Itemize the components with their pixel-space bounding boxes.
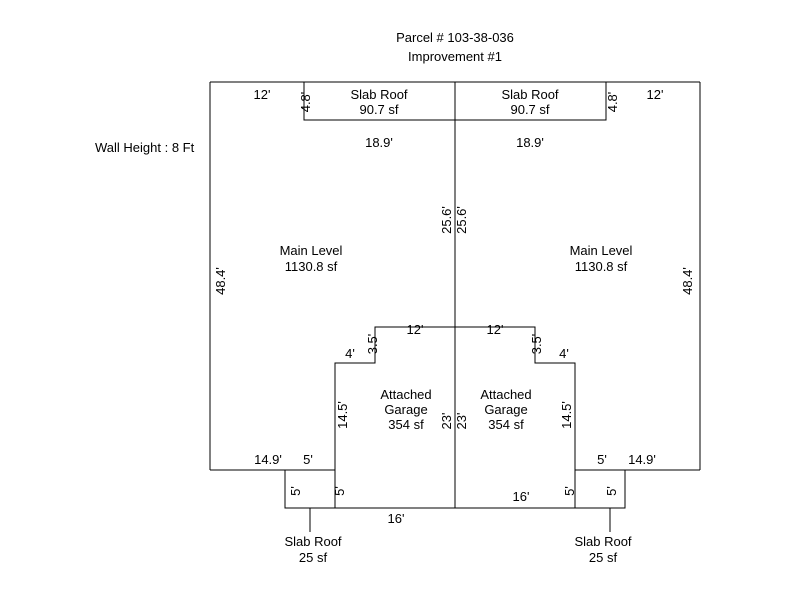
dim-porch-width-left: 5': [303, 452, 313, 467]
dim-garage-bottom-right: 16': [513, 489, 530, 504]
slab-roof-top-right-label: Slab Roof: [501, 87, 558, 102]
slab-roof-top-left-outline: [303, 82, 455, 121]
garage-right-outline: [455, 326, 576, 509]
dim-porch-width-right: 5': [597, 452, 607, 467]
dim-garage-offset-left: 4': [345, 346, 355, 361]
porch-right-outline: [575, 470, 626, 509]
dim-center-upper-left: 25.6': [439, 206, 454, 234]
main-level-right-label: Main Level: [570, 243, 633, 258]
slab-roof-top-right-outline: [455, 82, 607, 121]
dim-top-offset-left: 12': [254, 87, 271, 102]
porch-left-outline: [284, 470, 335, 509]
dim-garage-offset-right: 4': [559, 346, 569, 361]
dim-garage-top-right: 12': [487, 322, 504, 337]
slab-roof-bottom-left-label: Slab Roof: [284, 534, 341, 549]
slab-roof-top-left-label: Slab Roof: [350, 87, 407, 102]
dim-side-height-right: 48.4': [680, 267, 695, 295]
dim-side-height-left: 48.4': [213, 267, 228, 295]
main-level-right-area: 1130.8 sf: [575, 259, 628, 274]
garage-right-label-2: Garage: [484, 402, 527, 417]
main-level-left-area: 1130.8 sf: [285, 259, 338, 274]
dim-roof-depth-right: 4.8': [605, 92, 620, 113]
dim-roof-depth-left: 4.8': [298, 92, 313, 113]
slab-roof-bottom-right-area: 25 sf: [589, 550, 618, 565]
garage-right-label-1: Attached: [480, 387, 531, 402]
main-level-left-label: Main Level: [280, 243, 343, 258]
dim-garage-side-left: 14.5': [335, 401, 350, 429]
dim-porch-depth-right: 5': [604, 486, 619, 496]
slab-roof-bottom-left-area: 25 sf: [299, 550, 328, 565]
garage-left-outline: [334, 326, 455, 509]
dim-garage-wall-lower-left: 5': [332, 486, 347, 496]
garage-right-area: 354 sf: [488, 417, 524, 432]
dim-bottom-run-right: 14.9': [628, 452, 656, 467]
garage-left-area: 354 sf: [388, 417, 424, 432]
dim-garage-wall-lower-right: 5': [562, 486, 577, 496]
dim-garage-bottom-left: 16': [388, 511, 405, 526]
dim-bottom-run-left: 14.9': [254, 452, 282, 467]
dim-center-lower-right: 23': [454, 413, 469, 430]
slab-roof-top-left-area: 90.7 sf: [359, 102, 398, 117]
slab-roof-top-right-area: 90.7 sf: [510, 102, 549, 117]
dim-roof-width-right: 18.9': [516, 135, 544, 150]
garage-left-label-1: Attached: [380, 387, 431, 402]
dim-garage-side-right: 14.5': [559, 401, 574, 429]
dim-top-offset-right: 12': [647, 87, 664, 102]
improvement-number: Improvement #1: [408, 49, 502, 64]
dim-roof-width-left: 18.9': [365, 135, 393, 150]
dim-garage-top-left: 12': [407, 322, 424, 337]
dim-garage-step-left: 3.5': [365, 334, 380, 355]
dim-garage-step-right: 3.5': [529, 334, 544, 355]
parcel-number: Parcel # 103-38-036: [396, 30, 514, 45]
dim-center-lower-left: 23': [439, 413, 454, 430]
slab-roof-bottom-right-label: Slab Roof: [574, 534, 631, 549]
wall-height-label: Wall Height : 8 Ft: [95, 140, 195, 155]
dim-center-upper-right: 25.6': [454, 206, 469, 234]
dim-porch-depth-left: 5': [288, 486, 303, 496]
garage-left-label-2: Garage: [384, 402, 427, 417]
